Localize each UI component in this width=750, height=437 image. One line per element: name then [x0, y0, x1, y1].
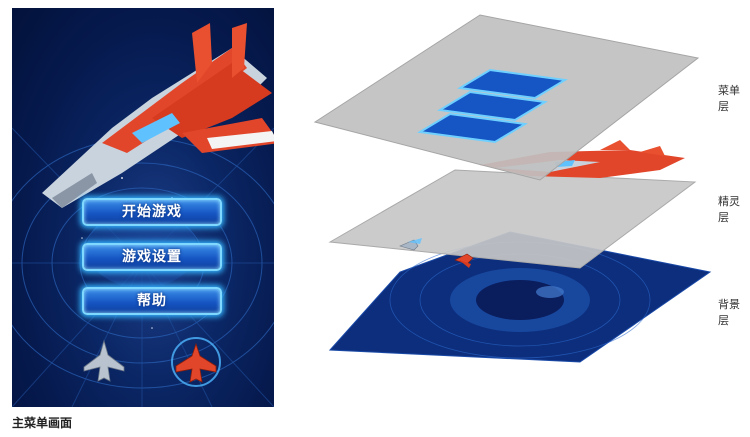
fighter-select-gray — [83, 339, 125, 382]
player-ship-large — [42, 23, 274, 208]
sprite-ship-gray — [399, 238, 422, 251]
background-layer-label: 背景层 — [718, 298, 740, 327]
main-menu-caption: 主菜单画面 — [12, 416, 73, 430]
start-game-button[interactable]: 开始游戏 — [82, 198, 222, 226]
layer-stack-diagram — [313, 14, 712, 363]
main-menu-screen: 开始游戏 游戏设置 帮助 — [12, 8, 274, 407]
help-button[interactable]: 帮助 — [82, 287, 222, 315]
menu-layer-plane — [313, 14, 700, 181]
game-settings-button[interactable]: 游戏设置 — [82, 243, 222, 271]
fighter-select-red — [171, 337, 221, 387]
menu-layer-buttons — [417, 68, 568, 144]
menu-layer-label: 菜单层 — [718, 84, 740, 113]
sprite-ship-red — [454, 253, 474, 268]
background-layer-plane — [328, 231, 712, 363]
sprite-layer-label: 精灵层 — [718, 195, 740, 224]
